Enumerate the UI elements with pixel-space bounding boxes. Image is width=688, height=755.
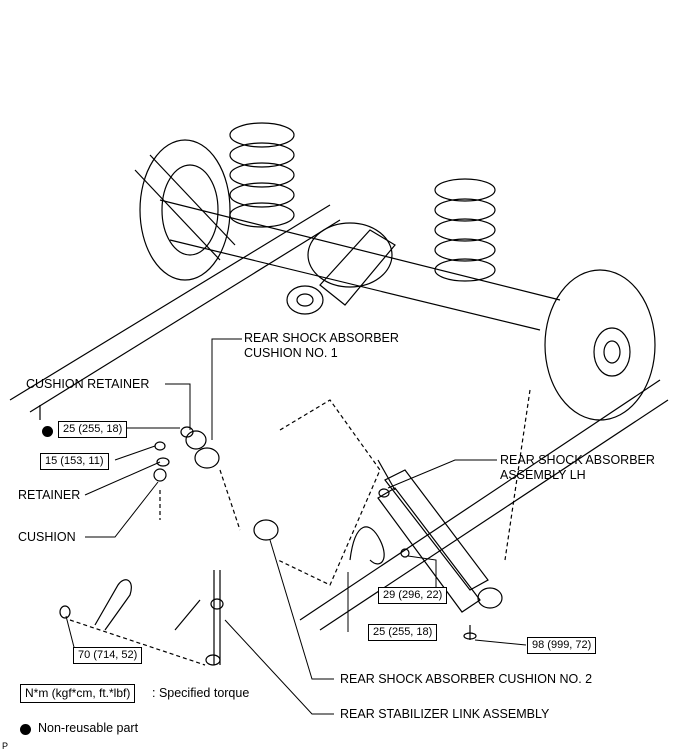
stabilizer-link-label: REAR STABILIZER LINK ASSEMBLY [340, 707, 550, 721]
cushion-no1-label: REAR SHOCK ABSORBER CUSHION NO. 1 [244, 331, 399, 360]
corner-mark: P [2, 741, 9, 751]
retainer-label: RETAINER [18, 488, 81, 502]
cushion-label: CUSHION [18, 530, 76, 544]
left-coil-spring [229, 122, 295, 228]
leader-lines [65, 338, 527, 715]
cushion-no2-shape [253, 519, 279, 541]
stabilizer-bar [59, 579, 201, 631]
nonreusable-dot-icon [42, 426, 53, 437]
stabilizer-link [205, 570, 224, 666]
legend-unit-text: : Specified torque [152, 686, 250, 700]
legend-nonreusable-text: Non-reusable part [38, 721, 139, 735]
axle-housing [159, 199, 561, 331]
torque-box-15: 15 (153, 11) [40, 453, 109, 470]
shock-assembly-label: REAR SHOCK ABSORBER ASSEMBLY LH [500, 453, 655, 482]
right-coil-spring [434, 178, 496, 282]
torque-box-25-bottom: 25 (255, 18) [368, 624, 438, 641]
right-brake-hub [544, 269, 656, 421]
torque-box-29: 29 (296, 22) [378, 587, 448, 604]
frame-rails [9, 204, 669, 631]
torque-box-25-top: 25 (255, 18) [58, 421, 128, 438]
cushion-retainer-label: CUSHION RETAINER [26, 377, 150, 391]
torque-box-70: 70 (714, 52) [73, 647, 143, 664]
legend-dot-icon [20, 724, 31, 735]
brake-hose [349, 526, 385, 565]
cushion-no2-label: REAR SHOCK ABSORBER CUSHION NO. 2 [340, 672, 593, 686]
left-brake-assembly [134, 139, 236, 281]
legend-unit-box: N*m (kgf*cm, ft.*lbf) [20, 684, 136, 703]
torque-box-98: 98 (999, 72) [527, 637, 597, 654]
top-mount-parts [153, 426, 220, 482]
shock-absorber [377, 459, 503, 640]
bolt-29 [400, 548, 410, 558]
dashed-outlines [69, 389, 531, 666]
